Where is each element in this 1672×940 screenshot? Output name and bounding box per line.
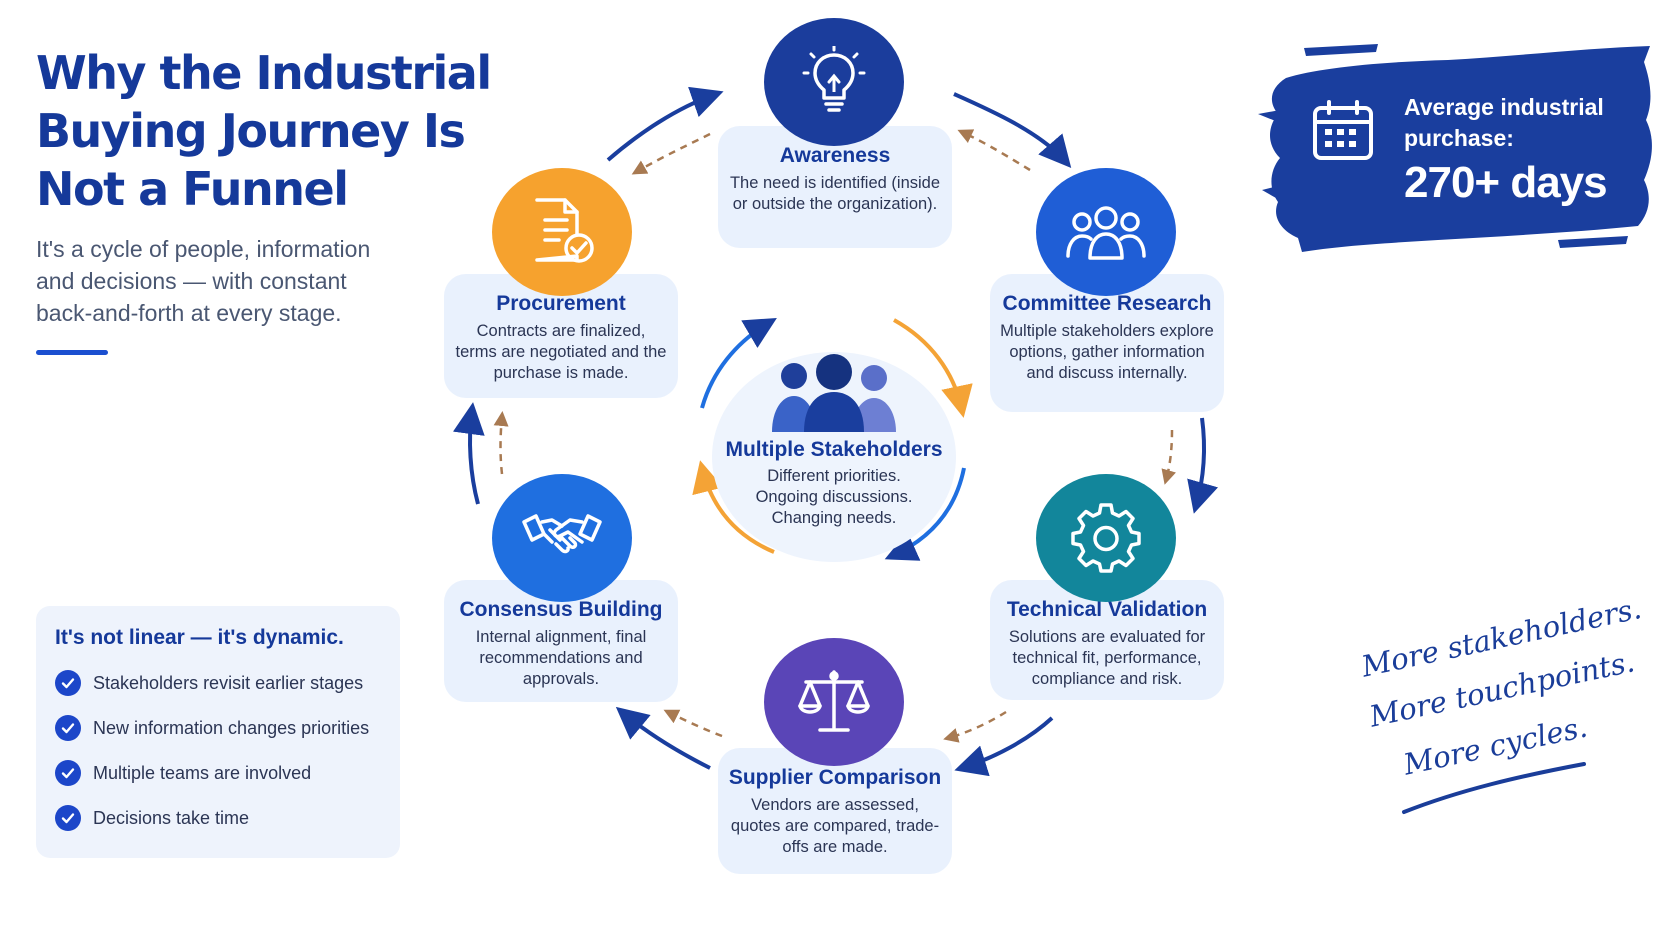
- dashed-arrow: [957, 129, 1031, 172]
- page-title: Why the Industrial Buying Journey Is Not…: [36, 44, 496, 218]
- stat-label: Average industrial purchase:: [1404, 94, 1604, 151]
- arrow-awareness-to-research: [953, 92, 1072, 169]
- stage-title: Consensus Building: [459, 598, 663, 621]
- dashed-arrow: [663, 709, 723, 738]
- dashed-arrow: [1161, 429, 1176, 485]
- document-check-icon: [492, 168, 632, 296]
- callout-item-label: Multiple teams are involved: [93, 762, 312, 783]
- stage-card-awareness: Awareness The need is identified (inside…: [718, 126, 952, 248]
- stat-value: 270+ days: [1404, 158, 1608, 207]
- callout-item-label: New information changes priorities: [93, 717, 370, 738]
- callout-item-label: Stakeholders revisit earlier stages: [93, 672, 364, 693]
- check-circle-icon: [55, 715, 81, 741]
- stage-title: Procurement: [496, 292, 626, 315]
- center-title: Multiple Stakeholders: [725, 438, 943, 461]
- callout-item: Stakeholders revisit earlier stages: [55, 669, 363, 697]
- check-circle-icon: [55, 670, 81, 696]
- stage-card-committee-research: Committee Research Multiple stakeholders…: [990, 274, 1224, 412]
- callout-item: Multiple teams are involved: [55, 759, 311, 787]
- stage-description: Vendors are assessed, quotes are compare…: [730, 796, 940, 856]
- callout-title: It's not linear — it's dynamic.: [55, 626, 344, 649]
- inner-arrow-blue: [884, 467, 966, 561]
- callout-item-label: Decisions take time: [93, 807, 250, 828]
- handshake-icon: [492, 474, 632, 602]
- arrow-consensus-to-procurement: [452, 402, 485, 505]
- title-divider: [36, 350, 108, 355]
- people-group-icon: [768, 352, 900, 437]
- stat-badge-brushstroke: [1258, 44, 1652, 252]
- check-circle-icon: [55, 805, 81, 831]
- arrow-comparison-to-consensus: [615, 706, 711, 770]
- stage-title: Supplier Comparison: [728, 766, 942, 789]
- team-icon: [1036, 168, 1176, 296]
- title-line-1: Why the Industrial: [36, 46, 492, 100]
- stage-title: Committee Research: [1002, 292, 1212, 315]
- scale-icon: [764, 638, 904, 766]
- calendar-icon: [1310, 98, 1376, 169]
- page-subtitle: It's a cycle of people, information and …: [36, 236, 371, 326]
- dynamic-callout-box: It's not linear — it's dynamic. Stakehol…: [36, 606, 400, 858]
- stage-description: Multiple stakeholders explore options, g…: [1000, 322, 1214, 382]
- inner-arrow-blue: [700, 317, 777, 409]
- center-line: Ongoing discussions.: [755, 488, 913, 506]
- stage-title: Awareness: [779, 144, 891, 167]
- center-line: Different priorities.: [767, 467, 901, 485]
- dashed-arrow: [493, 411, 509, 475]
- lightbulb-icon: [764, 18, 904, 146]
- stage-title: Technical Validation: [1006, 598, 1208, 621]
- stage-description: Contracts are finalized, terms are negot…: [455, 322, 667, 382]
- check-circle-icon: [55, 760, 81, 786]
- dashed-arrow: [631, 132, 711, 175]
- arrow-procurement-to-awareness: [606, 86, 724, 162]
- stage-description: Internal alignment, final recommendation…: [475, 628, 647, 688]
- stage-description: The need is identified (inside or outsid…: [729, 174, 941, 213]
- stage-description: Solutions are evaluated for technical fi…: [1008, 628, 1206, 688]
- center-description: Different priorities. Ongoing discussion…: [700, 466, 968, 529]
- inner-arrow-orange: [893, 318, 973, 418]
- dashed-arrow: [943, 710, 1007, 743]
- gear-icon: [1036, 474, 1176, 602]
- center-line: Changing needs.: [771, 509, 897, 527]
- callout-item: Decisions take time: [55, 804, 249, 832]
- stage-card-supplier-comparison: Supplier Comparison Vendors are assessed…: [718, 748, 952, 874]
- title-line-3: Not a Funnel: [36, 162, 349, 216]
- inner-arrow-orange: [692, 460, 775, 554]
- callout-item: New information changes priorities: [55, 714, 369, 742]
- title-line-2: Buying Journey Is: [36, 104, 466, 158]
- arrow-validation-to-comparison: [954, 716, 1054, 777]
- arrow-research-to-validation: [1187, 417, 1218, 514]
